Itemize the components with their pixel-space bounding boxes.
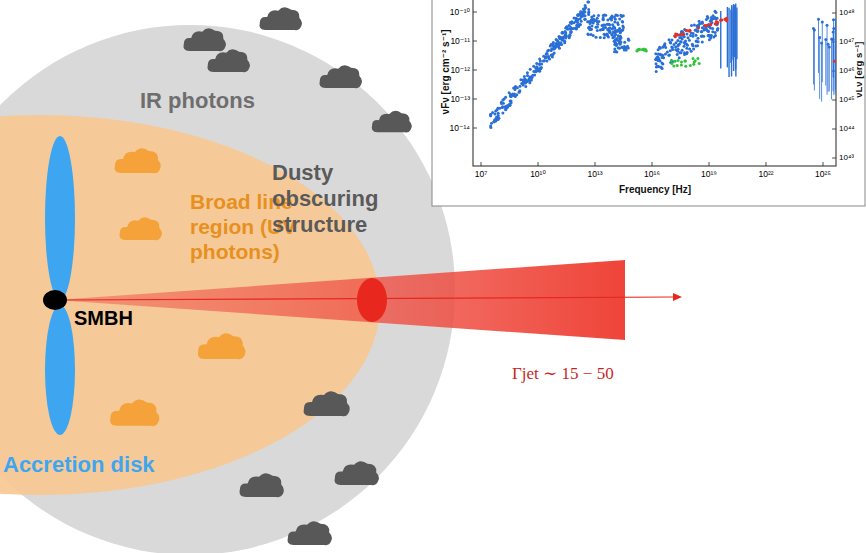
accretion-disk xyxy=(45,305,75,435)
tick-label: 10⁻¹¹ xyxy=(450,36,470,46)
inset-panel xyxy=(432,0,865,206)
tick-label: 10⁷ xyxy=(475,169,488,179)
tick-label: 10⁻¹³ xyxy=(450,94,470,104)
tick-label: 10¹⁹ xyxy=(701,169,717,179)
tick-label: 10⁴⁷ xyxy=(839,37,854,46)
tick-label: 10¹⁶ xyxy=(644,169,660,179)
region-label: IR photons xyxy=(140,88,255,114)
tick-label: 10⁴³ xyxy=(839,153,854,162)
tick-label: 10⁴⁸ xyxy=(839,8,855,17)
tick-label: 10⁻¹⁰ xyxy=(450,7,470,17)
black-hole xyxy=(43,290,67,310)
sed-points xyxy=(489,0,836,129)
tick-label: 10⁴⁵ xyxy=(839,95,855,104)
tick-label: 10²⁵ xyxy=(815,169,831,179)
jet-arrowhead xyxy=(673,293,682,301)
object-label: SMBH xyxy=(74,307,133,331)
emission-blob xyxy=(357,278,387,322)
tick-label: 10⁴⁶ xyxy=(839,66,855,75)
tick-label: 10⁻¹⁴ xyxy=(450,123,470,133)
tick-label: 10⁴⁴ xyxy=(839,124,855,133)
blr-clouds xyxy=(110,148,245,426)
axis-title: νFν [erg cm⁻² s⁻¹] xyxy=(440,29,452,114)
tick-label: 10¹³ xyxy=(587,169,602,179)
axis-ticks xyxy=(473,12,836,166)
dust-clouds xyxy=(183,7,411,545)
tick-label: 10¹⁰ xyxy=(530,169,546,179)
plot-frame xyxy=(473,0,836,166)
region-label: Dusty obscuring structure xyxy=(272,160,412,238)
tick-label: 10²² xyxy=(758,169,773,179)
region-label: Accretion disk xyxy=(3,452,163,478)
axis-title: Frequency [Hz] xyxy=(619,184,691,196)
lorentz-factor: Γjet ∼ 15 − 50 xyxy=(512,364,614,384)
accretion-disk xyxy=(45,136,75,300)
tick-label: 10⁻¹² xyxy=(450,65,470,75)
